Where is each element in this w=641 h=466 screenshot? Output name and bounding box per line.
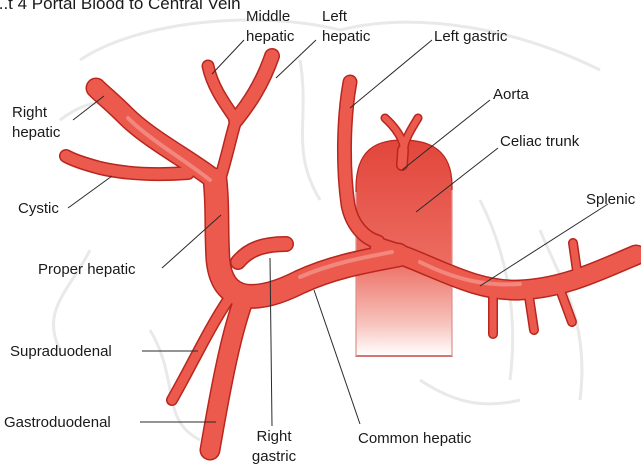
label-right-gastric-line1: Right (256, 428, 292, 445)
label-left-hepatic-line2: hepatic (322, 28, 371, 45)
leader-left-gastric (350, 40, 432, 108)
label-middle-hepatic-line1: Middle (246, 8, 290, 25)
celiac-trunk-artery (402, 150, 403, 165)
label-left-hepatic-line1: Left (322, 8, 348, 25)
label-celiac-trunk: Celiac trunk (500, 133, 580, 150)
leader-left-hepatic (276, 40, 316, 78)
leader-middle-hepatic (212, 40, 244, 74)
label-gastroduodenal: Gastroduodenal (4, 414, 111, 431)
label-supraduodenal: Supraduodenal (10, 343, 112, 360)
page-title: ...t 4 Portal Blood to Central Vein (0, 0, 241, 13)
label-left-gastric: Left gastric (434, 28, 508, 45)
label-proper-hepatic: Proper hepatic (38, 261, 136, 278)
label-splenic: Splenic (586, 191, 636, 208)
leader-common-hepatic (314, 290, 360, 424)
label-right-hepatic-line1: Right (12, 104, 48, 121)
label-middle-hepatic-line2: hepatic (246, 28, 295, 45)
labels: Middle hepatic Left hepatic Left gastric… (4, 8, 636, 465)
label-right-gastric-line2: gastric (252, 448, 297, 465)
label-cystic: Cystic (18, 200, 59, 217)
background-sketch (53, 20, 600, 440)
label-common-hepatic: Common hepatic (358, 430, 472, 447)
label-aorta: Aorta (493, 86, 530, 103)
leader-cystic (68, 176, 112, 208)
label-right-hepatic-line2: hepatic (12, 124, 61, 141)
